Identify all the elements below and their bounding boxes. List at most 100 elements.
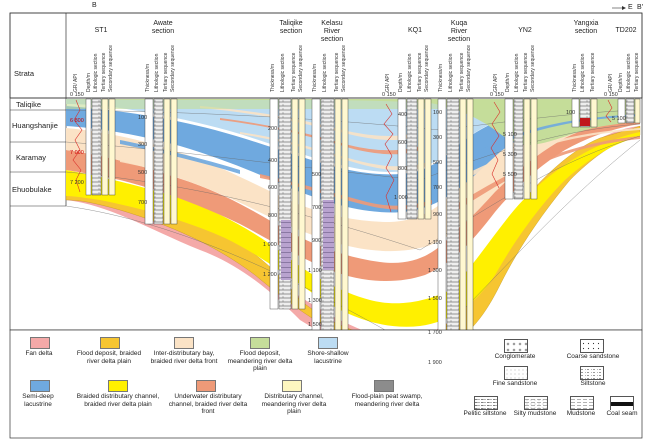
col-thick-yangxia: Thickness/m xyxy=(572,63,578,92)
tick-taliqike-1: 400 xyxy=(268,158,278,164)
col-tert-kuqa: Tertiary sequence xyxy=(459,52,465,92)
col-litho-yangxia: Lithologic section xyxy=(580,53,586,92)
tick-kelasu-4: 1 300 xyxy=(308,298,322,304)
legend-swatch-interdistributary xyxy=(174,337,194,349)
col-sec-kelasu: Secondary sequence xyxy=(341,45,347,92)
tick-kuqa-0: 100 xyxy=(433,110,443,116)
tick-yn2-2: 5 500 xyxy=(503,172,517,178)
legend-label-peat-swamp: Flood-plain peat swamp, meandering river… xyxy=(351,393,423,408)
col-gr-yn2: GR/ API xyxy=(493,73,499,92)
tick-kelasu-0: 500 xyxy=(312,172,322,178)
header-frame xyxy=(9,12,643,99)
lith-label-silty-mudstone: Silty mudstone xyxy=(513,410,557,417)
tick-taliqike-5: 1 200 xyxy=(263,272,277,278)
section-yn2: YN2 xyxy=(518,27,532,34)
col-depth-st1: Depth/m xyxy=(86,73,92,92)
legend-label-fan-delta: Fan delta xyxy=(25,350,53,357)
tick-kuqa-6: 1 300 xyxy=(428,268,442,274)
section-st1: ST1 xyxy=(94,27,108,34)
col-litho-kelasu: Lithologic section xyxy=(322,53,328,92)
tick-kuqa-1: 300 xyxy=(433,135,443,141)
col-litho-taliqike: Lithologic section xyxy=(280,53,286,92)
lith-label-coarse-sandstone: Coarse sandstone xyxy=(566,353,620,360)
legend-swatch-semi-deep xyxy=(30,380,50,392)
tick-kuqa-4: 900 xyxy=(433,212,443,218)
col-litho-kuqa: Lithologic section xyxy=(448,53,454,92)
col-gr-scale-st1: 0 150 xyxy=(70,92,84,98)
col-thick-kelasu: Thickness/m xyxy=(312,63,318,92)
col-litho-st1: Lithologic section xyxy=(93,53,99,92)
fill-meandering-top xyxy=(66,99,640,145)
legend-label-flood-braided: Flood deposit, braided river delta plain xyxy=(76,350,142,365)
lith-label-siltstone: Siltstone xyxy=(580,380,606,387)
tick-awate-0: 100 xyxy=(138,115,148,121)
fill-underwater-channel xyxy=(66,118,640,282)
strata-ehuobulake: Ehuobulake xyxy=(12,185,52,194)
lith-swatch-coal-seam xyxy=(610,396,634,410)
tick-taliqike-4: 1 000 xyxy=(263,242,277,248)
col-thick-taliqike: Thickness/m xyxy=(270,63,276,92)
col-depth-yn2: Depth/m xyxy=(505,73,511,92)
col-sec-awate: Secondary sequence xyxy=(170,45,176,92)
col-tert-awate: Tertiary sequence xyxy=(163,52,169,92)
tick-taliqike-3: 800 xyxy=(268,213,278,219)
legend-label-underwater-channel: Underwater distributary channel, braided… xyxy=(168,393,248,415)
legend-label-shore-shallow: Shore-shallow lacustrine xyxy=(307,350,349,365)
legend-label-flood-meandering: Flood deposit, meandering river delta pl… xyxy=(227,350,293,372)
tick-yn2-0: 5 100 xyxy=(503,132,517,138)
tick-kuqa-9: 1 900 xyxy=(428,360,442,366)
tick-yangxia-0: 100 xyxy=(566,110,576,116)
tick-kelasu-2: 900 xyxy=(312,238,322,244)
legend-swatch-distributary-meandering xyxy=(282,380,302,392)
section-kq1: KQ1 xyxy=(407,27,422,34)
tick-yn2-1: 5 300 xyxy=(503,152,517,158)
tick-st1-0: 6 800 xyxy=(70,118,84,124)
tick-taliqike-0: 200 xyxy=(268,126,278,132)
col-tert-yangxia: Tertiary sequence xyxy=(590,52,596,92)
col-thick-kuqa: Thickness/m xyxy=(438,63,444,92)
tick-kuqa-3: 700 xyxy=(433,185,443,191)
tick-kelasu-1: 700 xyxy=(312,205,322,211)
col-litho-td202: Lithologic section xyxy=(626,53,632,92)
direction-label: E xyxy=(628,4,633,11)
tick-td202-0: 5 100 xyxy=(612,116,626,122)
section-kuqa: Kuqa River section xyxy=(447,20,471,43)
section-yangxia: Yangxia section xyxy=(573,20,599,35)
legend-swatch-peat-swamp xyxy=(374,380,394,392)
tick-kq1-0: 400 xyxy=(398,112,408,118)
tick-taliqike-2: 600 xyxy=(268,185,278,191)
legend-label-semi-deep: Semi-deep lacustrine xyxy=(22,393,54,408)
legend-swatch-flood-meandering xyxy=(250,337,270,349)
col-tert-kelasu: Tertiary sequence xyxy=(334,52,340,92)
lith-swatch-conglomerate xyxy=(504,339,528,353)
tick-st1-2: 7 200 xyxy=(70,180,84,186)
col-tert-st1: Tertiary sequence xyxy=(101,52,107,92)
corner-right-label: B′ xyxy=(637,4,643,11)
col-tert-taliqike: Tertiary sequence xyxy=(291,52,297,92)
lith-label-pelitic-siltstone: Pelitic siltstone xyxy=(463,410,507,417)
col-sec-kq1: Secondary sequence xyxy=(424,45,430,92)
col-depth-td202: Depth/m xyxy=(618,73,624,92)
legend-label-interdistributary: Inter-distributary bay, braided river de… xyxy=(150,350,218,365)
col-sec-yn2: Secondary sequence xyxy=(530,45,536,92)
col-gr-scale-td202: 0 150 xyxy=(604,92,618,98)
col-litho-awate: Lithologic section xyxy=(154,53,160,92)
col-sec-st1: Secondary sequence xyxy=(108,45,114,92)
legend-swatch-fan-delta xyxy=(30,337,50,349)
tick-kelasu-5: 1 500 xyxy=(308,322,322,328)
col-tert-kq1: Tertiary sequence xyxy=(417,52,423,92)
col-thick-awate: Thickness/m xyxy=(145,63,151,92)
col-gr-st1: GR/ API xyxy=(73,73,79,92)
strata-header: Strata xyxy=(14,69,35,78)
col-sec-taliqike: Secondary sequence xyxy=(298,45,304,92)
well-columns xyxy=(72,98,641,393)
col-tert-yn2: Tertiary sequence xyxy=(523,52,529,92)
col-gr-scale-yn2: 0 150 xyxy=(490,92,504,98)
tick-awate-2: 500 xyxy=(138,170,148,176)
lith-label-fine-sandstone: Fine sandstone xyxy=(492,380,538,387)
tick-kq1-3: 1 000 xyxy=(394,195,408,201)
tick-kuqa-8: 1 700 xyxy=(428,330,442,336)
legend-swatch-shore-shallow xyxy=(318,337,338,349)
lith-label-conglomerate: Conglomerate xyxy=(494,353,536,360)
